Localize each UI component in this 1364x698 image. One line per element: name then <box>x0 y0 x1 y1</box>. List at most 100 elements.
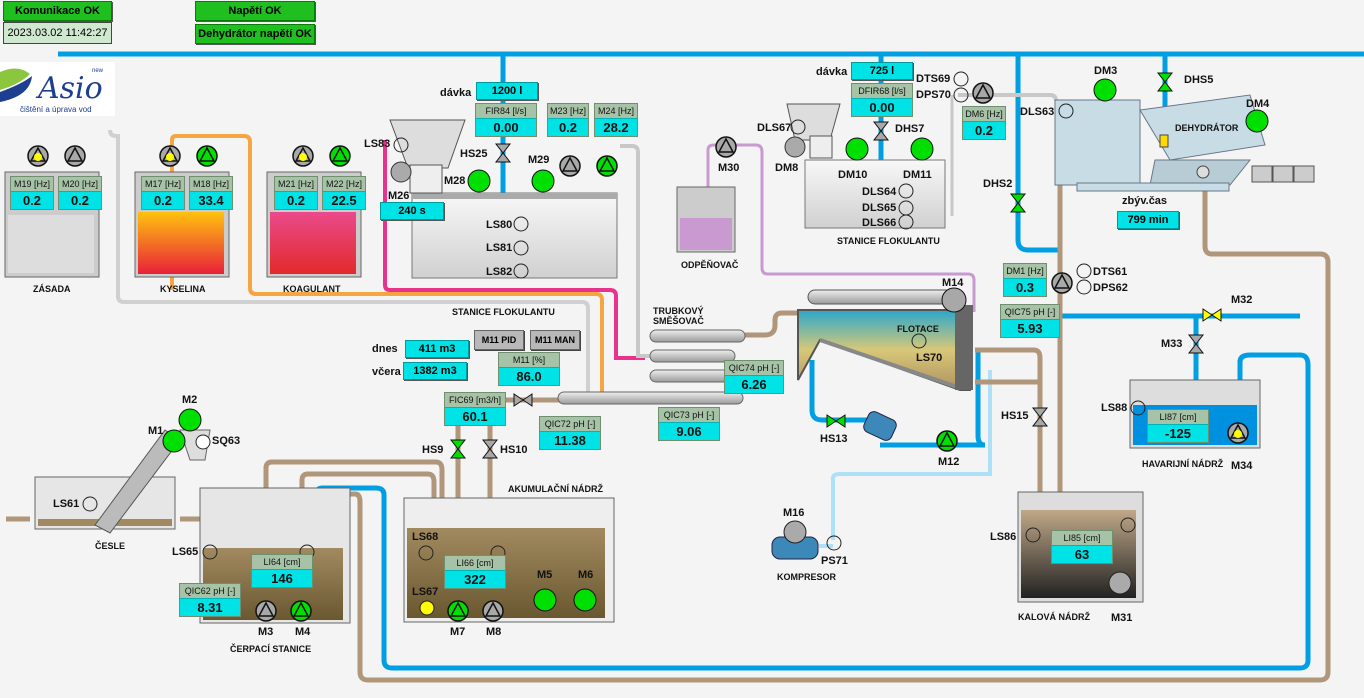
tag-ls81: LS81 <box>486 242 513 254</box>
tag-m1: M1 <box>148 425 164 437</box>
readout-m22: M22 [Hz]22.5 <box>322 176 366 210</box>
valve-m33-icon[interactable] <box>1187 334 1205 354</box>
pump-m22-icon[interactable] <box>329 145 351 167</box>
tag-ls86: LS86 <box>990 531 1017 543</box>
sludge-containers <box>1251 165 1315 183</box>
dose-label-2: dávka <box>816 66 848 78</box>
mixer-dm10-icon[interactable] <box>845 137 869 161</box>
tag-dls65: DLS65 <box>862 202 897 214</box>
tag-dls63: DLS63 <box>1020 106 1055 118</box>
tag-m29: M29 <box>528 154 550 166</box>
caption-zasada: ZÁSADA <box>33 284 71 294</box>
acid-pipe <box>170 134 604 398</box>
pump-m19-icon[interactable] <box>27 145 49 167</box>
caption-stanice-flokulantu-top: STANICE FLOKULANTU <box>837 236 940 246</box>
tag-m12: M12 <box>938 456 960 468</box>
mixer-dm11-icon[interactable] <box>910 137 934 161</box>
mixer-m6-icon[interactable] <box>573 588 597 612</box>
readout-m21: M21 [Hz]0.2 <box>274 176 318 210</box>
sensor-ls61 <box>82 496 98 512</box>
readout-li66: LI66 [cm]322 <box>444 555 506 589</box>
m26-time-input[interactable]: 240 s <box>380 202 444 220</box>
readout-qic75: QIC75 pH [-]5.93 <box>1000 304 1060 338</box>
pump-m18-icon[interactable] <box>196 145 218 167</box>
pump-m23-icon[interactable] <box>559 155 581 177</box>
tag-dhs5: DHS5 <box>1184 74 1214 86</box>
tag-hs9: HS9 <box>422 444 444 456</box>
tag-dts69: DTS69 <box>916 73 951 85</box>
m11-man-button[interactable]: M11 MAN <box>530 330 580 350</box>
pump-m17-icon[interactable] <box>159 145 181 167</box>
readout-m19: M19 [Hz]0.2 <box>10 176 54 210</box>
communication-status: Komunikace OK <box>3 1 112 21</box>
air-pipe <box>831 370 992 540</box>
tag-m28: M28 <box>444 175 466 187</box>
tag-dm11: DM11 <box>903 169 932 181</box>
valve-m32-icon[interactable] <box>1202 308 1222 322</box>
readout-li85: LI85 [cm]63 <box>1051 530 1113 564</box>
tag-ls82: LS82 <box>486 266 513 278</box>
mixer-m29-icon[interactable] <box>531 169 555 193</box>
tag-ls70: LS70 <box>916 352 943 364</box>
tag-dts61: DTS61 <box>1093 266 1128 278</box>
valve-hs13-icon[interactable] <box>826 414 846 428</box>
m31-mixer-icon <box>1108 571 1132 595</box>
tag-dhs2: DHS2 <box>983 178 1013 190</box>
tag-m33: M33 <box>1161 338 1183 350</box>
voltage-status: Napětí OK <box>195 1 315 21</box>
tag-m16: M16 <box>783 507 805 519</box>
screen-m1-icon[interactable] <box>162 429 186 453</box>
tag-ps71: PS71 <box>821 555 848 567</box>
valve-hs25-icon[interactable] <box>494 143 512 163</box>
dehydrator-voltage-status: Dehydrátor napětí OK <box>195 24 315 44</box>
pump-m20-icon[interactable] <box>64 145 86 167</box>
dose-label-1: dávka <box>440 87 472 99</box>
sensor-dps62 <box>1076 279 1092 295</box>
pump-dm1-icon[interactable] <box>1051 272 1073 294</box>
m11-pid-button[interactable]: M11 PID <box>474 330 524 350</box>
caption-koagulant: KOAGULANT <box>283 284 341 294</box>
pump-dm6-icon[interactable] <box>972 82 994 104</box>
pump-m7-icon[interactable] <box>447 600 469 622</box>
readout-qic73: QIC73 pH [-]9.06 <box>658 407 720 441</box>
caption-kyselina: KYSELINA <box>160 284 206 294</box>
sensor-dts61 <box>1076 263 1092 279</box>
valve-dhs2-icon[interactable] <box>1009 193 1027 213</box>
sensor-ls80 <box>513 216 529 232</box>
readout-fic69: FIC69 [m3/h]60.1 <box>444 392 506 426</box>
pump-m24-icon[interactable] <box>596 155 618 177</box>
sensor-ls88 <box>1130 400 1146 416</box>
pump-m3-icon[interactable] <box>255 600 277 622</box>
tag-dm10: DM10 <box>838 169 868 181</box>
dewater-dm4-icon[interactable] <box>1245 109 1269 133</box>
tag-m6: M6 <box>578 569 594 581</box>
pump-m12-icon[interactable] <box>936 430 958 452</box>
pump-m21-icon[interactable] <box>292 145 314 167</box>
scraper-m14-icon[interactable] <box>941 287 967 313</box>
pump-m34-icon[interactable] <box>1227 422 1249 444</box>
mixer-m28-icon[interactable] <box>467 169 491 193</box>
pump-m4-icon[interactable] <box>290 600 312 622</box>
dm8-motor-icon <box>784 136 806 158</box>
valve-hs10-icon[interactable] <box>481 439 499 459</box>
readout-m11: M11 [%]86.0 <box>498 352 560 386</box>
mixer-m5-icon[interactable] <box>533 588 557 612</box>
readout-qic72: QIC72 pH [-]11.38 <box>539 416 601 450</box>
valve-dhs7-icon[interactable] <box>872 121 890 141</box>
mixer-dm3-icon[interactable] <box>1093 78 1117 102</box>
tag-ls83: LS83 <box>364 138 391 150</box>
dose-input-2[interactable]: 725 l <box>851 62 913 80</box>
valve-dhs5-icon[interactable] <box>1156 72 1174 92</box>
sensor-ps71 <box>826 535 842 551</box>
screen-m2-icon[interactable] <box>178 408 202 432</box>
dose-input-1[interactable]: 1200 l <box>476 82 538 100</box>
valve-hs9-icon[interactable] <box>449 439 467 459</box>
sensor-dls63 <box>1058 103 1074 119</box>
valve-fic69-icon[interactable] <box>513 393 533 407</box>
pump-m30-icon[interactable] <box>715 136 737 158</box>
pump-m8-icon[interactable] <box>482 600 504 622</box>
valve-hs15-icon[interactable] <box>1031 407 1049 427</box>
tag-dls67: DLS67 <box>757 122 792 134</box>
m16-motor-icon <box>783 520 807 544</box>
tag-m34: M34 <box>1231 460 1253 472</box>
